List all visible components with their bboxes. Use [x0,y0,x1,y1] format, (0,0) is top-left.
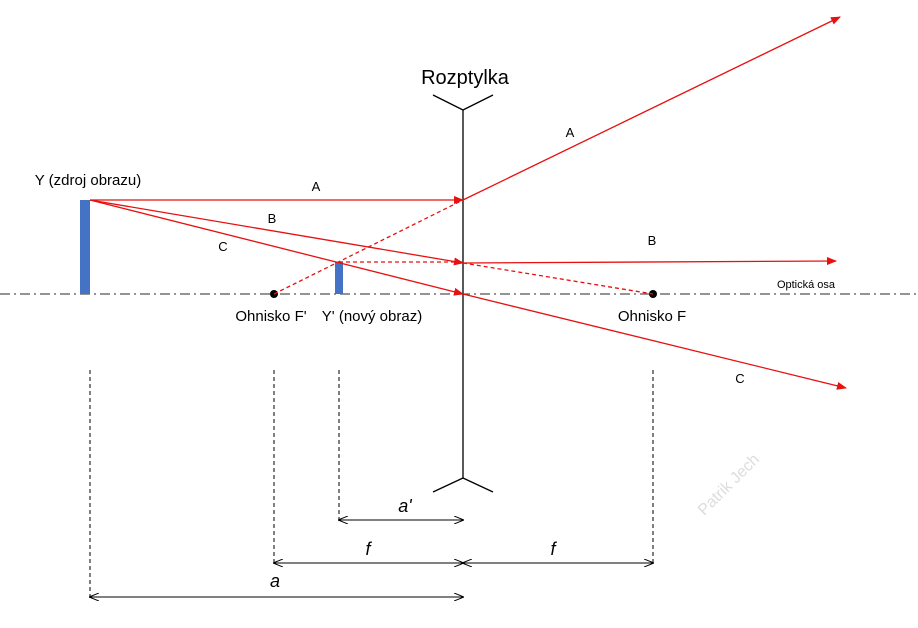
lens-title: Rozptylka [421,67,510,89]
axis-label: Optická osa [777,279,836,291]
focus-right-label: Ohnisko F [618,308,686,325]
dimension-f-left-label: f [365,539,372,559]
image-arrow [335,262,343,294]
watermark: Patrik Jech [695,451,763,519]
dimension-f-right-label: f [550,539,557,559]
ray-c-incident [89,199,464,296]
ray-c-continued [462,293,847,390]
focus-left-label: Ohnisko F' [235,308,306,325]
ray-a-label-in: A [312,179,321,194]
ray-b-label-out: B [648,233,657,248]
object-label: Y (zdroj obrazu) [35,172,141,189]
extension-lines [89,370,654,600]
dimension-a-label: a [270,571,280,591]
ray-b-incident [89,199,464,266]
ray-b-refracted [462,257,837,266]
dimension-a-prime-label: a' [398,496,412,516]
ray-c-label-in: C [218,239,227,254]
ray-c-label-out: C [735,371,744,386]
object-arrow [80,200,90,294]
image-label: Y' (nový obraz) [322,308,422,325]
ray-a-label-out: A [566,125,575,140]
ray-a-refracted [462,16,841,201]
ray-b-extension [462,262,654,295]
ray-b-label-in: B [268,211,277,226]
